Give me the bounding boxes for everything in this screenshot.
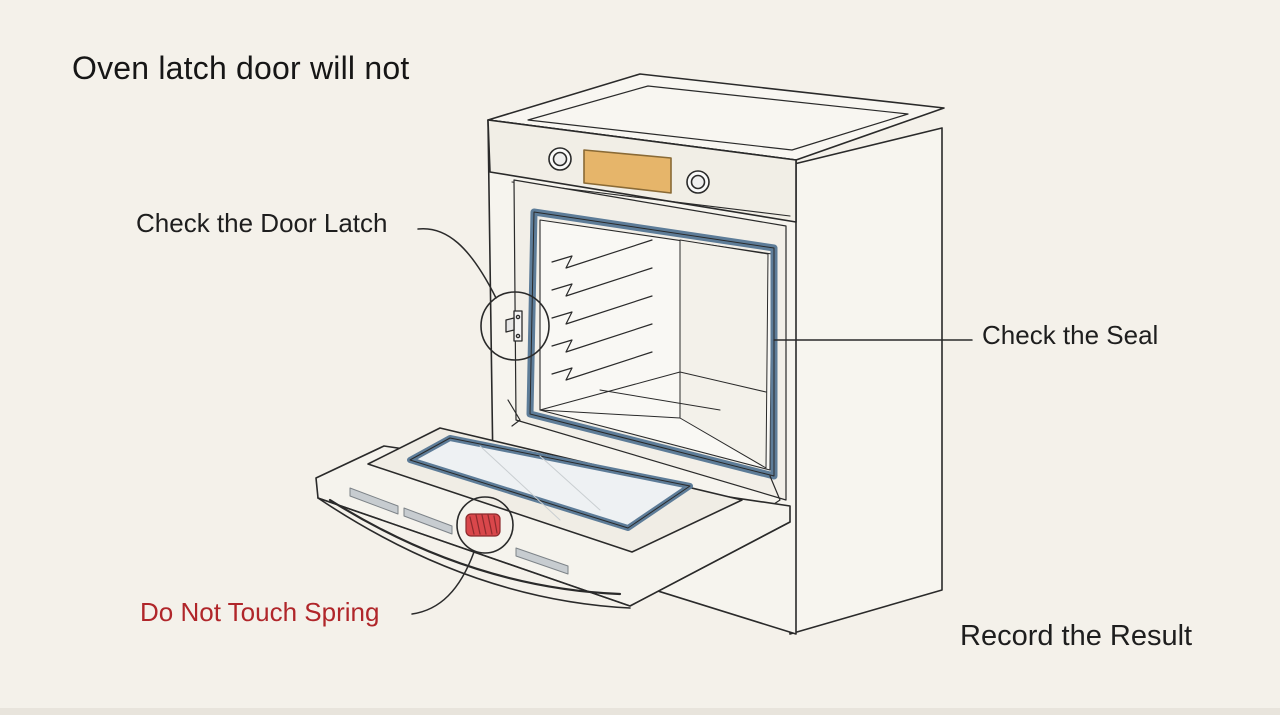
knob-left-icon	[548, 147, 572, 171]
latch-callout-circle	[480, 291, 550, 361]
spring-warning-label: Do Not Touch Spring	[140, 597, 380, 627]
spring-icon	[465, 513, 501, 537]
spring-leader-line	[411, 551, 475, 615]
rack-rails	[551, 239, 653, 381]
page-title: Oven latch door will not	[72, 50, 410, 86]
record-result-label: Record the Result	[960, 620, 1193, 652]
door-latch-label: Check the Door Latch	[136, 208, 388, 238]
door-vents	[349, 487, 569, 575]
seal-label: Check the Seal	[982, 320, 1159, 350]
latch-leader-line	[417, 228, 497, 299]
bottom-strip	[0, 708, 1280, 715]
display-window	[583, 149, 672, 194]
knob-right-icon	[686, 170, 710, 194]
latch-icon	[505, 310, 523, 342]
spring-callout-circle	[456, 496, 514, 554]
oven-side-panel	[789, 127, 943, 635]
door-handle	[328, 498, 622, 596]
